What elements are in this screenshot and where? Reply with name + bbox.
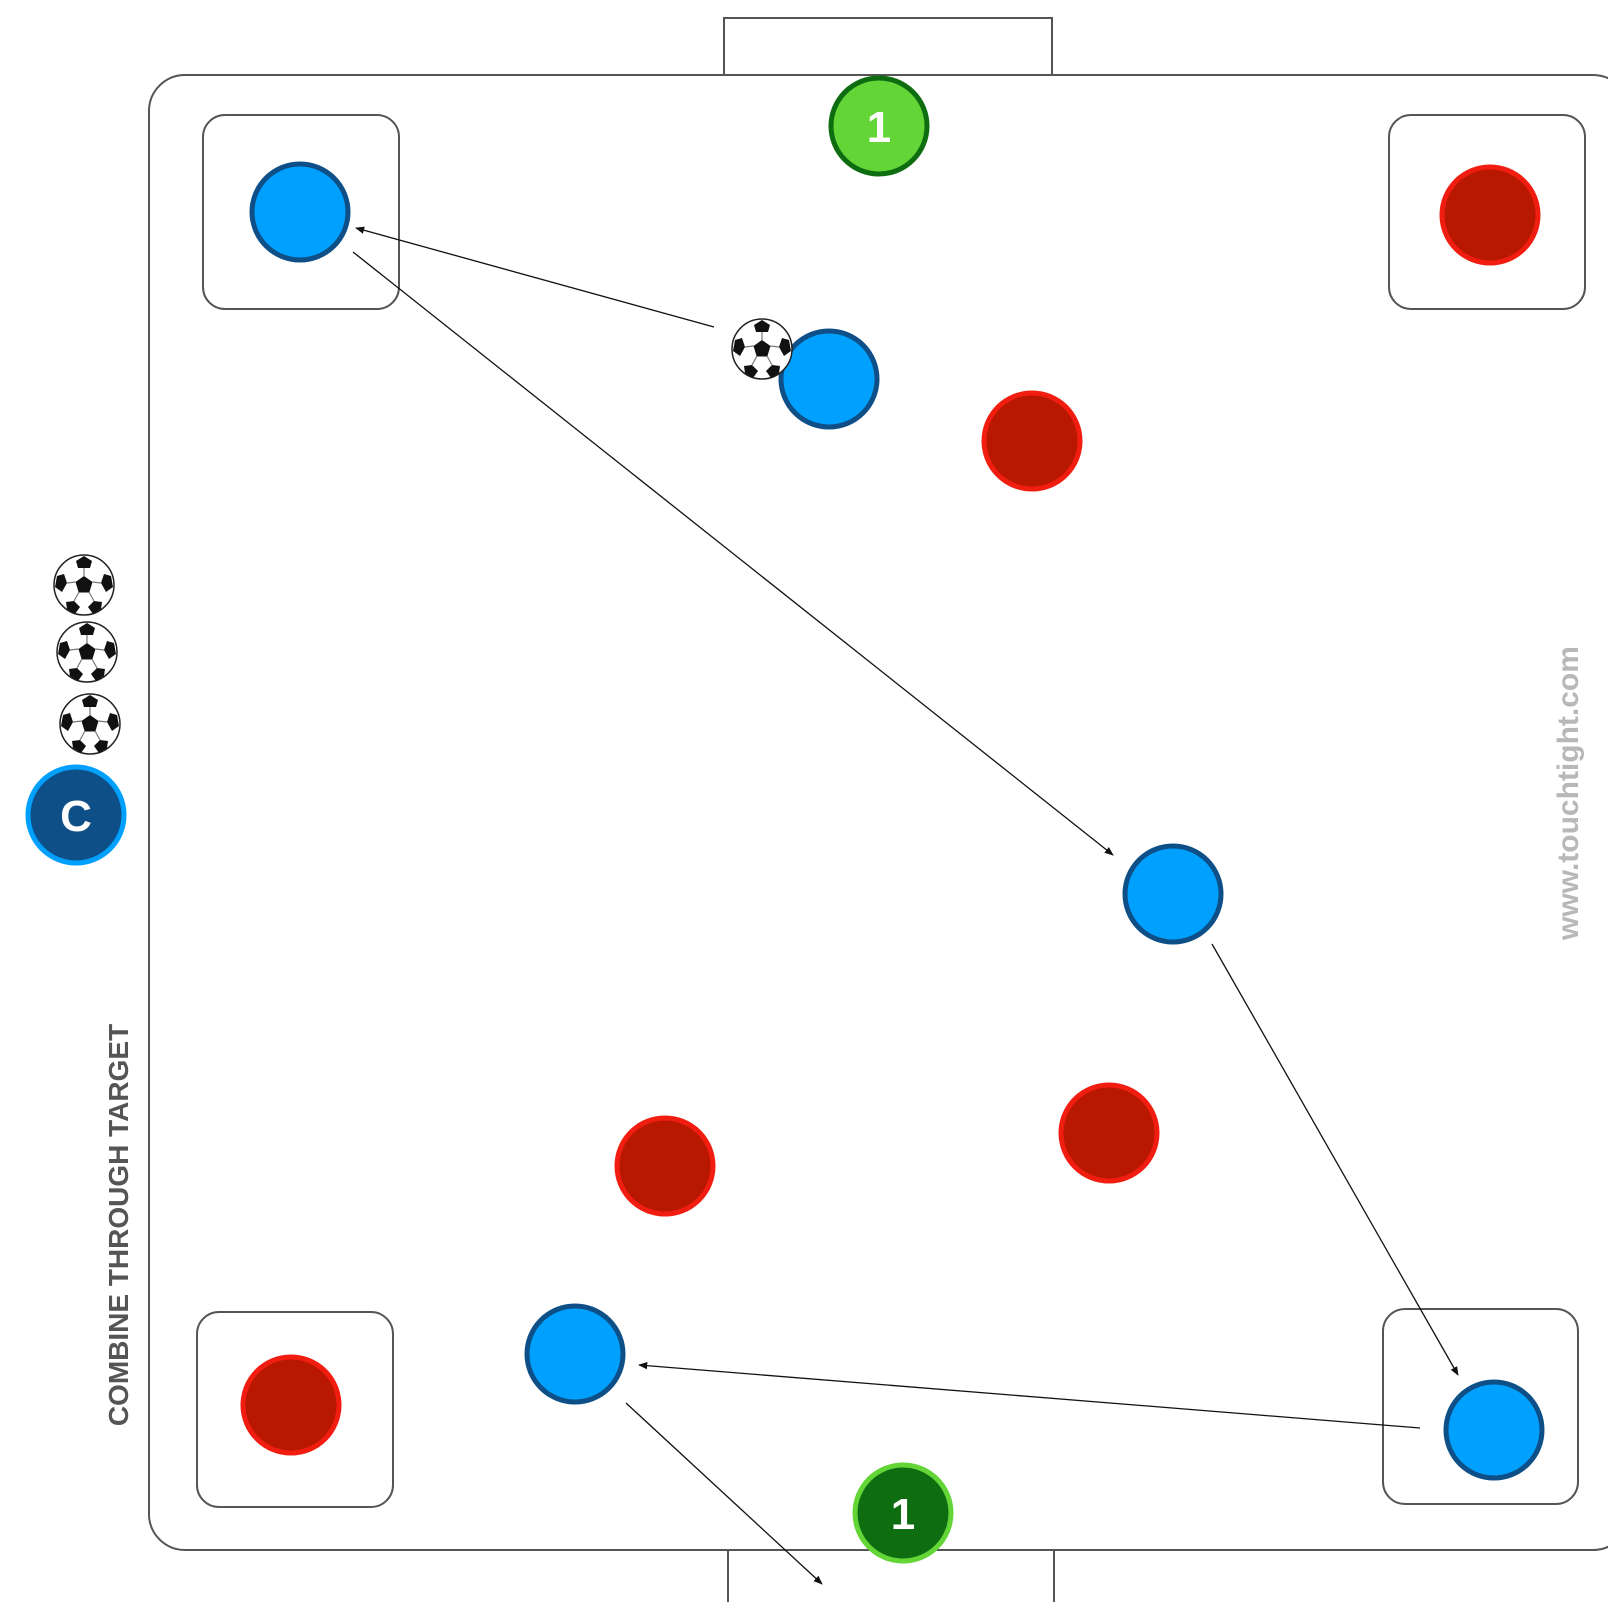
red-player — [1439, 164, 1541, 266]
pass-arrow-1 — [355, 226, 715, 328]
target-bottom-label: 1 — [891, 1490, 915, 1539]
target-top-label: 1 — [867, 103, 891, 152]
soccer-ball-icon — [731, 318, 793, 380]
target-player-top — [828, 75, 930, 177]
watermark: www.touchtight.com — [1552, 646, 1585, 941]
pitch-outline — [148, 74, 1608, 1551]
coach-label: C — [60, 792, 92, 841]
shot-arrow — [625, 1402, 823, 1585]
red-player — [1058, 1082, 1160, 1184]
red-player — [614, 1115, 716, 1217]
corner-zone-bottom-left — [196, 1311, 394, 1508]
blue-player — [1443, 1379, 1545, 1481]
pass-arrow-2 — [352, 251, 1114, 856]
coach-marker — [25, 764, 127, 866]
target-player-bottom — [852, 1462, 954, 1564]
pass-arrow-4 — [638, 1362, 1421, 1429]
top-goal — [723, 17, 1053, 76]
soccer-ball-icon — [56, 621, 118, 683]
blue-player — [249, 161, 351, 263]
soccer-ball-icon — [53, 554, 115, 616]
soccer-ball-icon — [59, 693, 121, 755]
pass-arrow-3 — [1211, 943, 1459, 1376]
blue-player — [524, 1303, 626, 1405]
blue-player — [1122, 843, 1224, 945]
corner-zone-top-right — [1388, 114, 1586, 310]
red-player — [981, 390, 1083, 492]
blue-player — [778, 328, 880, 430]
corner-zone-bottom-right — [1382, 1308, 1579, 1505]
red-player — [240, 1354, 342, 1456]
corner-zone-top-left — [202, 114, 400, 310]
drill-title: COMBINE THROUGH TARGET — [103, 1024, 134, 1426]
